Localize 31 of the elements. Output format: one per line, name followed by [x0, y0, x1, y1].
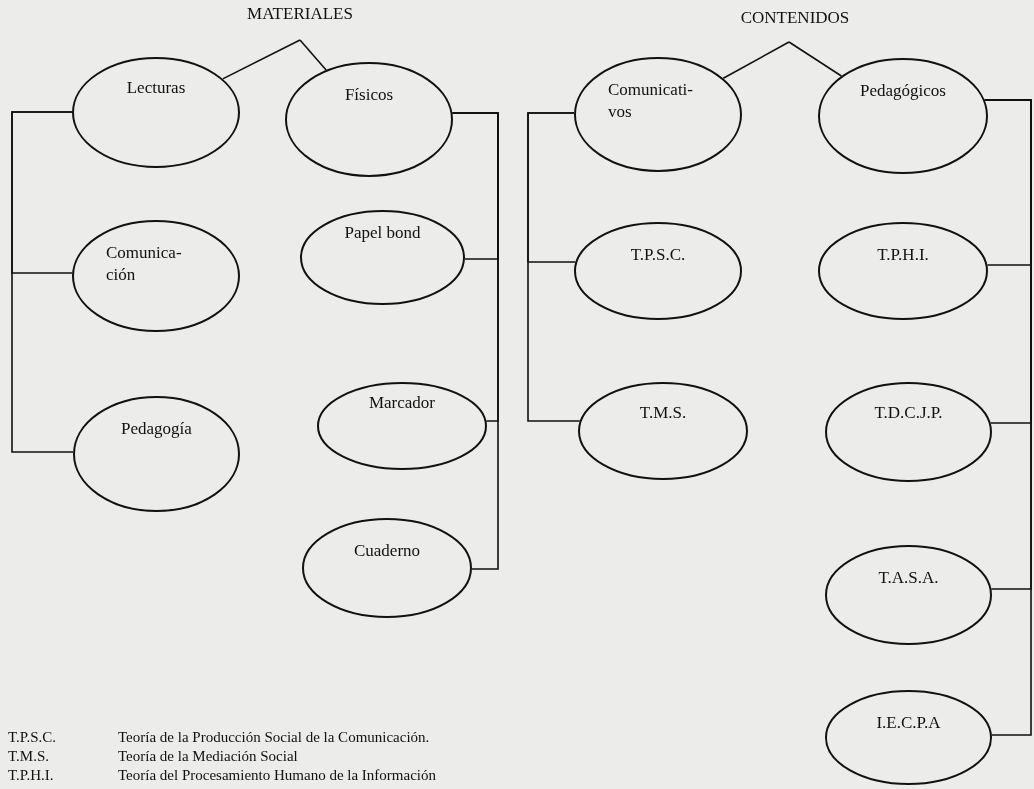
connector-line: [11, 111, 74, 453]
node-label: T.D.C.J.P.: [874, 403, 943, 422]
connector-line: [222, 39, 301, 80]
abbreviation-meaning: Teoría del Procesamiento Humano de la Información: [118, 766, 436, 784]
node-label: T.P.H.I.: [877, 245, 929, 264]
connector-line: [722, 41, 790, 80]
abbreviation: T.M.S.: [8, 747, 50, 765]
connector-line: [983, 99, 1032, 736]
abbreviation-meaning: Teoría de la Mediación Social: [118, 747, 299, 765]
node-label: I.E.C.P.A: [876, 713, 941, 732]
node-label: Comunicati- vos: [608, 80, 693, 122]
connector-line: [527, 112, 581, 422]
connector-line: [788, 41, 843, 77]
node-label: Comunica- ción: [106, 243, 182, 285]
connector-line: [451, 112, 499, 570]
connector-line: [299, 39, 327, 71]
abbreviation: T.P.S.C.: [8, 728, 58, 746]
node-label: Papel bond: [344, 223, 421, 242]
node-label: Físicos: [344, 85, 394, 104]
node-label: T.M.S.: [639, 403, 687, 422]
node-label: Marcador: [368, 393, 436, 412]
node-label: Cuaderno: [353, 541, 421, 560]
abbreviation: T.P.H.I.: [8, 766, 55, 784]
node-label: T.A.S.A.: [878, 568, 939, 587]
group-heading: MATERIALES: [247, 4, 353, 24]
node-label: Lecturas: [126, 78, 186, 97]
node-label: Pedagógicos: [860, 81, 946, 100]
abbreviation-meaning: Teoría de la Producción Social de la Comunicación.: [118, 728, 431, 746]
node-label: Pedagogía: [121, 419, 192, 438]
group-heading: CONTENIDOS: [740, 8, 850, 28]
node-label: T.P.S.C.: [630, 245, 686, 264]
